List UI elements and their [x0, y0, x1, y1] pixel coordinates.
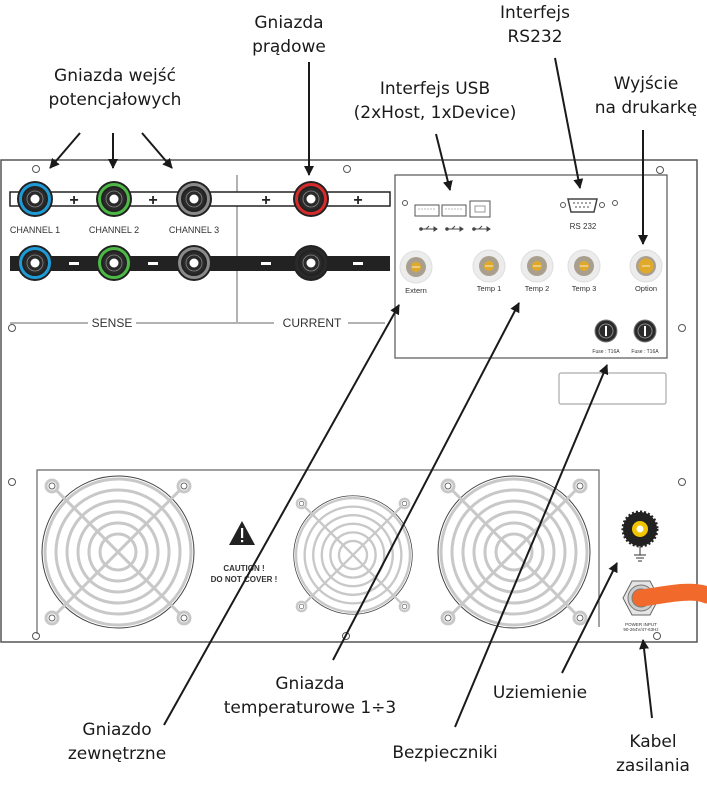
socket-current-minus[interactable] [293, 245, 329, 281]
arrow-temperature [332, 302, 520, 661]
callout-arrows [49, 57, 653, 728]
socket-channel1-minus[interactable] [17, 245, 53, 281]
callout-temperature-2: temperaturowe 1÷3 [224, 698, 396, 718]
usb-host-port-2[interactable] [441, 204, 467, 217]
caution-line-1: CAUTION ! [223, 564, 264, 573]
option-label: Option [635, 284, 657, 293]
temp1-label: Temp 1 [477, 284, 502, 293]
temp3-label: Temp 3 [572, 284, 597, 293]
power-input-label: POWER INPUT [625, 622, 657, 627]
socket-current-plus[interactable] [293, 181, 329, 217]
temp3-port[interactable] [567, 249, 601, 283]
minus-sign [261, 262, 271, 265]
usb-symbol-icon [419, 225, 491, 232]
socket-channel3-minus[interactable] [176, 245, 212, 281]
callout-ground: Uziemienie [493, 683, 587, 703]
usb-ports [402, 200, 491, 232]
minus-sign [69, 262, 79, 265]
fan-right [436, 474, 592, 630]
option-port[interactable] [629, 249, 663, 283]
warning-icon [229, 521, 255, 545]
fan-left [40, 474, 196, 630]
callout-current-2: prądowe [252, 37, 326, 57]
arrow-fuses [454, 364, 609, 728]
callout-printer-1: Wyjście [614, 74, 679, 94]
socket-channel1-plus[interactable] [17, 181, 53, 217]
callout-usb-2: (2xHost, 1xDevice) [354, 103, 517, 123]
power-input-rating: 90-264V/47-63Hz [623, 627, 659, 632]
socket-channel2-plus[interactable] [96, 181, 132, 217]
socket-channel3-plus[interactable] [176, 181, 212, 217]
channel-3-label: CHANNEL 3 [169, 225, 219, 235]
rs232-label: RS 232 [570, 222, 597, 231]
callout-external-1: Gniazdo [82, 720, 151, 740]
callout-current-1: Gniazda [254, 13, 323, 33]
socket-channel2-minus[interactable] [96, 245, 132, 281]
polarity-signs: + + + + [69, 192, 363, 265]
label-plate [558, 372, 667, 405]
plus-sign: + [261, 192, 270, 209]
plus-sign: + [353, 192, 362, 209]
arrow-ground [561, 562, 618, 674]
mounting-hole [656, 166, 664, 174]
ground-terminal[interactable] [621, 510, 659, 548]
callout-rs232-1: Interfejs [500, 3, 570, 23]
channel-1-label: CHANNEL 1 [10, 225, 60, 235]
ground-symbol-icon [634, 546, 646, 562]
arrow-rs232 [554, 57, 584, 189]
fuse-holder-1[interactable] [594, 319, 618, 343]
callout-potential-inputs-2: potencjałowych [49, 90, 182, 110]
arrow-channel3 [141, 132, 173, 169]
current-label: CURRENT [283, 316, 342, 330]
callout-power-cable-2: zasilania [616, 756, 690, 776]
callout-potential-inputs-1: Gniazda wejść [54, 66, 176, 86]
rs232-port[interactable] [560, 198, 618, 213]
arrow-power-cable [639, 639, 653, 719]
callout-fuses: Bezpieczniki [392, 743, 497, 763]
temp2-label: Temp 2 [525, 284, 550, 293]
caution-line-2: DO NOT COVER ! [211, 575, 278, 584]
temp2-port[interactable] [520, 249, 554, 283]
callout-temperature-1: Gniazda [275, 674, 344, 694]
fan-middle [292, 494, 414, 616]
plus-sign: + [148, 192, 157, 209]
minus-sign [353, 262, 363, 265]
usb-host-port-1[interactable] [414, 204, 440, 217]
power-cable [632, 583, 707, 607]
fuse-holder-2[interactable] [633, 319, 657, 343]
extern-label: Extern [405, 286, 427, 295]
callout-power-cable-1: Kabel [629, 732, 676, 752]
minus-sign [148, 262, 158, 265]
callout-external-2: zewnętrzne [68, 744, 166, 764]
arrow-channel1 [49, 132, 81, 169]
fuse-2-label: Fuse : T16A [631, 349, 659, 355]
fuse-1-label: Fuse : T16A [592, 349, 620, 355]
channel-2-label: CHANNEL 2 [89, 225, 139, 235]
mounting-holes [8, 165, 686, 640]
callout-printer-2: na drukarkę [595, 98, 697, 118]
usb-device-port[interactable] [469, 200, 491, 218]
callout-usb-1: Interfejs USB [380, 79, 490, 99]
arrow-usb [435, 133, 453, 191]
arrow-extern [163, 304, 400, 726]
fan-panel-outline [36, 469, 600, 634]
temp1-port[interactable] [472, 249, 506, 283]
plus-sign: + [69, 192, 78, 209]
sense-label: SENSE [92, 316, 133, 330]
callout-rs232-2: RS232 [507, 27, 562, 47]
extern-port[interactable] [399, 250, 433, 284]
